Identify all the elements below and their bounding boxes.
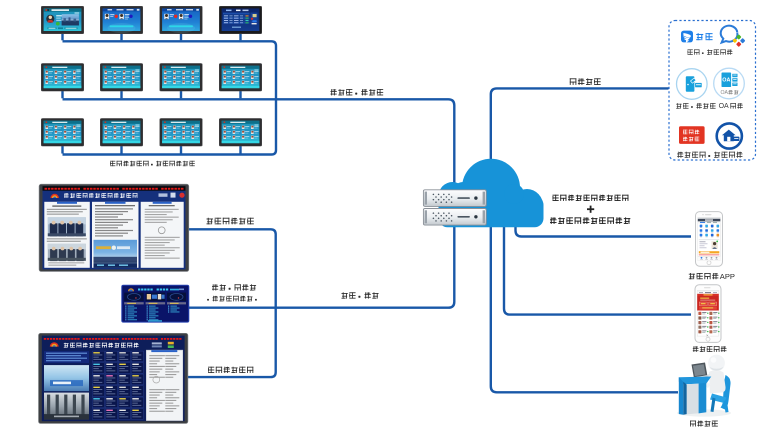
svg-text:OA: OA [719,103,729,110]
svg-text:APP: APP [720,272,735,281]
svg-text:OA: OA [721,90,729,96]
svg-text:OA: OA [722,78,730,84]
